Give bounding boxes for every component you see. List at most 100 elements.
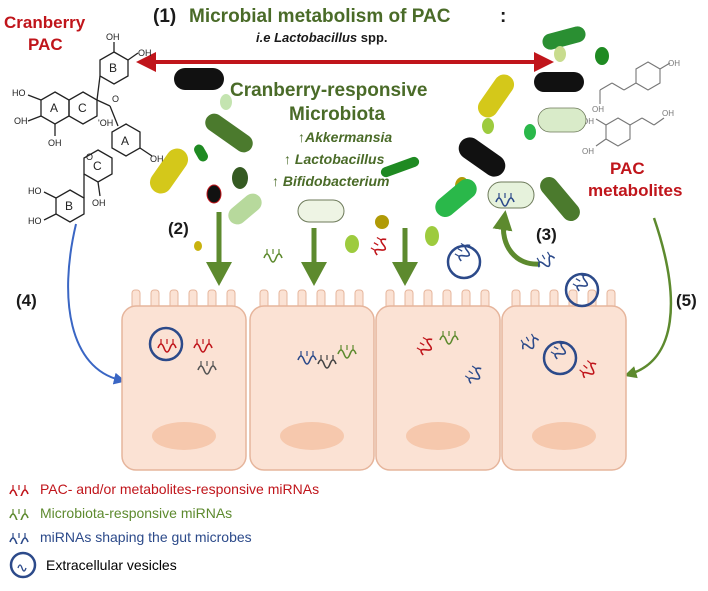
cell-body	[249, 305, 375, 471]
title-number: (1)	[153, 6, 176, 27]
bacterium	[540, 176, 580, 222]
bacterium	[194, 144, 208, 162]
pac-metabolites-label-2: metabolites	[588, 181, 682, 200]
title-main: Microbial metabolism of PAC	[189, 6, 451, 27]
step5-label: (5)	[676, 291, 697, 310]
o-label-1: O	[112, 94, 119, 104]
microbiota-title-1: Cranberry-responsive	[230, 80, 427, 101]
ring-b-top: B	[109, 61, 117, 75]
legend-item-extracellular-vesicles: Extracellular vesicles	[8, 550, 428, 580]
o-label-2: O	[86, 152, 93, 162]
legend-label: Microbiota-responsive miRNAs	[40, 505, 233, 521]
cranberry-label: Cranberry	[4, 13, 86, 32]
ring-a-mid: A	[121, 134, 129, 148]
taxon-bifidobacterium: ↑ Bifidobacterium	[272, 173, 389, 189]
taxon-akkermansia: ↑Akkermansia	[298, 129, 392, 145]
vesicle-cell1	[148, 326, 184, 362]
bacterium	[542, 26, 586, 50]
nucleus	[280, 422, 344, 450]
step2-label: (2)	[168, 219, 189, 238]
mirna	[533, 249, 558, 272]
epithelial-cell	[249, 289, 375, 471]
ring-a-top: A	[50, 101, 58, 115]
oh-label-2: OH	[138, 48, 152, 58]
mirna	[263, 248, 283, 263]
step4-label: (4)	[16, 291, 37, 310]
bacterium	[232, 167, 248, 189]
step3-label: (3)	[536, 225, 557, 244]
bacterium	[205, 113, 253, 153]
bacterium	[380, 156, 420, 178]
ho-label-2: HO	[28, 186, 42, 196]
nucleus	[532, 422, 596, 450]
bacterium	[345, 235, 359, 253]
epithelial-cell	[121, 289, 247, 471]
bacterium	[228, 193, 262, 225]
vesicle-cell4	[542, 340, 578, 376]
mirna	[452, 240, 475, 264]
nucleus	[406, 422, 470, 450]
bacterium	[554, 46, 566, 62]
legend-item-microbiota-mirna: Microbiota-responsive miRNAs	[8, 502, 428, 524]
ring-b-low: B	[65, 199, 73, 213]
bacterium	[482, 118, 494, 134]
metab-oh-1: OH	[668, 59, 680, 68]
legend-item-microbe-shaping-mirna: miRNAs shaping the gut microbes	[8, 526, 428, 548]
ho-label-1: HO	[12, 88, 26, 98]
epithelial-cells	[121, 289, 627, 471]
bacterium	[375, 215, 389, 229]
legend-label: Extracellular vesicles	[46, 557, 177, 573]
epithelial-cell	[375, 289, 501, 471]
bacterium	[435, 179, 477, 217]
pac-metabolites-label-1: PAC	[610, 159, 645, 178]
oh-label-5: OH	[150, 154, 164, 164]
vesicle-lumen-1	[446, 244, 482, 280]
bacterium	[537, 107, 587, 133]
ring-c-mid: C	[93, 159, 102, 173]
pac-metabolite-oh-labels: OH OH OH OH OH	[582, 59, 680, 156]
bacteria-group	[149, 26, 609, 253]
pac-structure-labels: B A C A C B OH OH HO OH OH 'OH O O OH HO…	[12, 32, 164, 226]
bacterium	[524, 124, 536, 140]
metab-oh-2: OH	[592, 105, 604, 114]
bacterium	[477, 74, 515, 118]
legend-item-pac-mirna: PAC- and/or metabolites-responsive miRNA…	[8, 478, 428, 500]
bacterium	[220, 94, 232, 110]
extracellular-vesicles	[148, 244, 600, 376]
step3-curved-arrow	[492, 210, 541, 267]
cell-body	[121, 305, 247, 471]
bacterium	[174, 68, 224, 90]
vesicle-icon	[9, 551, 37, 579]
metab-oh-4: OH	[582, 147, 594, 156]
legend-mirna-blue-icon	[9, 532, 29, 544]
legend: PAC- and/or metabolites-responsive miRNA…	[8, 478, 428, 582]
step5-green-arrow	[624, 217, 673, 379]
metab-oh-3: OH	[582, 117, 594, 126]
ho-label-3: HO	[28, 216, 42, 226]
pac-chemical-structure	[27, 42, 153, 223]
bacterium	[425, 226, 439, 246]
taxon-lactobacillus: ↑ Lactobacillus	[284, 151, 385, 167]
title-colon: :	[500, 6, 506, 27]
bacterium	[206, 184, 222, 204]
mirna	[368, 234, 391, 258]
ring-c-top: C	[78, 101, 87, 115]
pac-metabolite-structures	[595, 61, 671, 147]
epithelial-cell	[501, 289, 627, 471]
legend-mirna-green-icon	[9, 508, 29, 520]
bacterium	[534, 72, 584, 92]
microbe-cell-arrows	[206, 212, 418, 286]
legend-label: PAC- and/or metabolites-responsive miRNA…	[40, 481, 320, 497]
step4-blue-arrow	[67, 223, 126, 385]
bacterium	[458, 137, 506, 177]
bacterium	[194, 241, 202, 251]
vesicle-lumen-2	[564, 272, 600, 308]
title-example: i.e Lactobacillus spp.	[256, 30, 388, 45]
bacterium	[595, 47, 609, 65]
bacterium	[297, 199, 345, 223]
oh-label-1: OH	[106, 32, 120, 42]
oh-label-6: OH	[92, 198, 106, 208]
nucleus	[152, 422, 216, 450]
bacterium	[149, 148, 189, 194]
